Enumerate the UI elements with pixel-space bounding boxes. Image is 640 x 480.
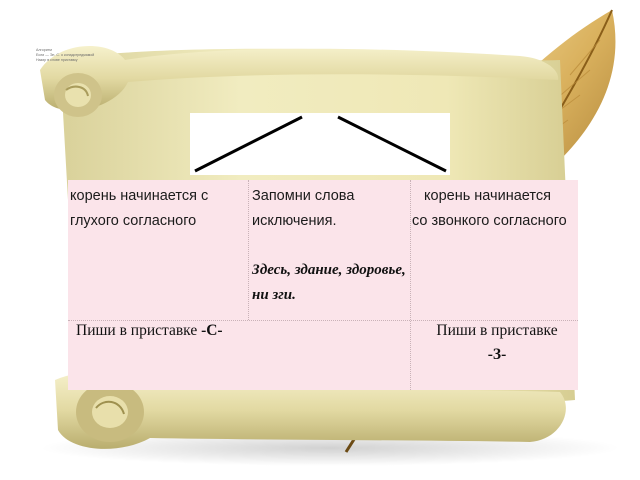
- middle-column-header: Запомни слова исключения.: [252, 188, 355, 229]
- right-header-line: со звонкого согласного: [412, 213, 567, 229]
- right-header-line: корень начинается: [424, 188, 551, 204]
- right-rule: Пиши в приставке -З-: [423, 319, 571, 367]
- column-divider: [248, 180, 249, 320]
- tiny-note-line: Алгоритм: [36, 48, 52, 52]
- right-column-header: корень начинается со звонкого согласного: [412, 184, 572, 234]
- tiny-note: Алгоритм Если — Эл. С. о конадотредмамой…: [36, 48, 146, 63]
- left-rule-letter: -С-: [201, 322, 223, 339]
- column-divider: [410, 180, 411, 390]
- tiny-note-line: Назир в слове приставку: [36, 58, 78, 62]
- right-rule-text: Пиши в приставке: [436, 322, 558, 339]
- right-rule-letter: -З-: [487, 346, 507, 363]
- left-rule: Пиши в приставке -С-: [76, 319, 276, 343]
- left-column-header: корень начинается с глухого согласного: [70, 188, 209, 229]
- tiny-note-line: Если — Эл. С. о конадотредмамой: [36, 53, 95, 57]
- left-rule-text: Пиши в приставке: [76, 322, 202, 339]
- row-divider: [68, 320, 578, 321]
- branch-lines-icon: [194, 115, 447, 173]
- exception-words: Здесь, здание, здоровье, ни зги.: [252, 262, 406, 303]
- branch-diagram-box: [190, 113, 450, 175]
- rule-table: корень начинается с глухого согласного З…: [68, 180, 578, 390]
